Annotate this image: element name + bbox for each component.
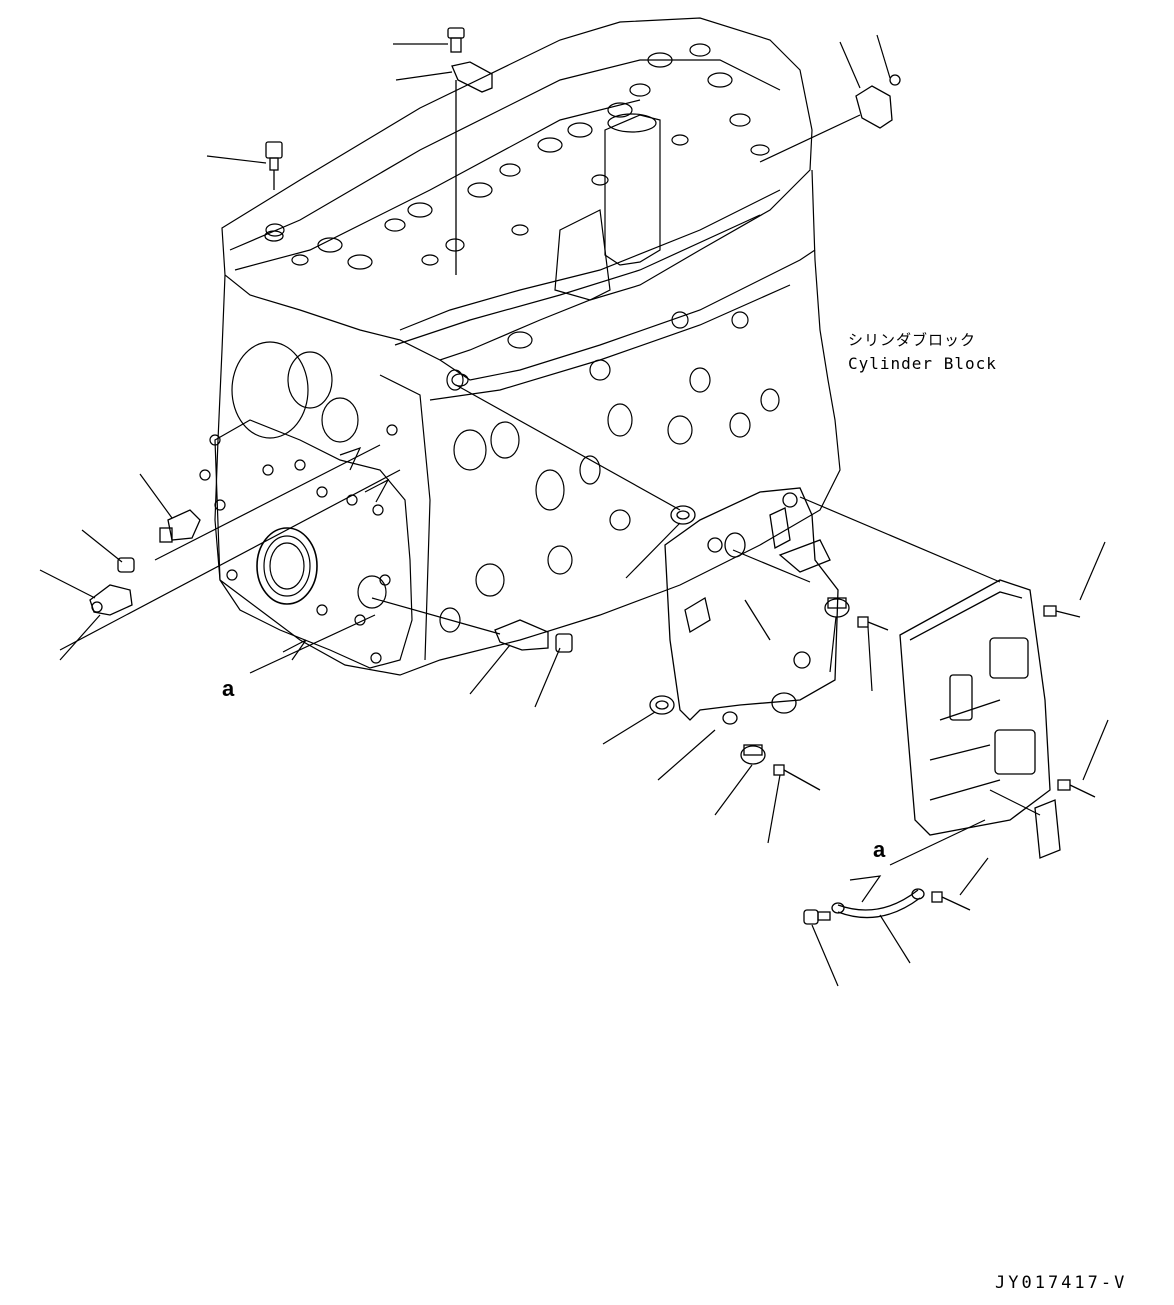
engine-block-drawing xyxy=(199,17,841,676)
ecm-bolt-4 xyxy=(1057,779,1096,798)
cam-sensor-left xyxy=(89,584,133,616)
ecm-bolt-2 xyxy=(773,764,821,791)
pressure-sensor-bracket xyxy=(451,61,493,275)
ecm-controller xyxy=(899,579,1051,836)
block-bosses xyxy=(231,311,780,633)
ecm-bolt-3 xyxy=(1043,605,1081,618)
cylinder-block-label-jp: シリンダブロック xyxy=(848,331,976,349)
harness-clamp xyxy=(831,888,925,919)
view-marker-left: a xyxy=(222,676,235,701)
view-marker-right: a xyxy=(873,837,886,862)
mount-rubber-2 xyxy=(740,744,766,765)
arrow-marks xyxy=(282,446,882,903)
small-bolt-left xyxy=(117,557,135,573)
grommet-upper xyxy=(670,505,696,525)
gear-case-bolts xyxy=(199,424,398,664)
crank-sensor-center xyxy=(494,619,573,653)
drawing-number: JY017417-V xyxy=(995,1273,1127,1293)
leader-lines xyxy=(39,34,1109,987)
speed-sensor-left xyxy=(159,509,201,543)
clamp-bolt-right xyxy=(931,891,971,911)
mount-rubber-1 xyxy=(824,597,850,618)
flange-bolt-top xyxy=(447,27,465,53)
ecm-label-plate xyxy=(1034,799,1061,859)
grommet-lower xyxy=(649,695,675,715)
head-ports xyxy=(265,43,770,270)
ecm-bracket xyxy=(664,487,839,725)
boost-sensor-right xyxy=(855,74,901,129)
cylinder-block-label-en: Cylinder Block xyxy=(848,354,997,373)
clamp-bolt-left xyxy=(803,909,831,925)
ecm-bolt-1 xyxy=(857,616,889,631)
temperature-sensor xyxy=(264,141,284,242)
